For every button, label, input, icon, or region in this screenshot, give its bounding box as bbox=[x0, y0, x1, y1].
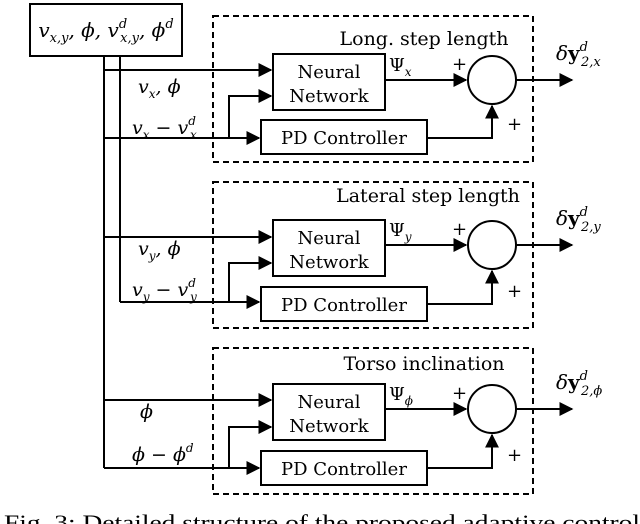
psi-label: Ψy bbox=[389, 220, 412, 244]
plus-top: + bbox=[452, 54, 467, 75]
pd-controller-box bbox=[260, 450, 428, 486]
nn-line2: Network bbox=[289, 416, 369, 437]
sum-junction bbox=[467, 384, 517, 434]
nn-line1: Neural bbox=[297, 392, 360, 413]
plus-bottom: + bbox=[507, 281, 522, 302]
plus-top: + bbox=[452, 383, 467, 404]
pd-controller-box bbox=[260, 286, 428, 322]
trunk-lines bbox=[103, 56, 121, 468]
block-torso-inclination: Torso inclination ϕ ϕ − ϕd Neural Networ… bbox=[104, 347, 602, 495]
pd-label: PD Controller bbox=[281, 295, 407, 316]
svg-text:vx,y, ϕ, vdx,y, ϕd: vx,y, ϕ, vdx,y, ϕd bbox=[38, 17, 173, 46]
psi-label: Ψϕ bbox=[389, 384, 413, 408]
pd-label: PD Controller bbox=[281, 459, 407, 480]
neural-network-box bbox=[272, 383, 386, 441]
plus-top: + bbox=[452, 219, 467, 240]
input-label-bottom: ϕ − ϕd bbox=[132, 441, 194, 466]
nn-line2: Network bbox=[289, 86, 369, 107]
block-title: Torso inclination bbox=[343, 353, 504, 375]
input-label-top: vx, ϕ bbox=[138, 76, 181, 101]
nn-line1: Neural bbox=[297, 228, 360, 249]
block-title: Long. step length bbox=[340, 28, 509, 50]
plus-bottom: + bbox=[507, 445, 522, 466]
sum-junction bbox=[467, 220, 517, 270]
pd-controller-box bbox=[260, 119, 428, 155]
sum-junction bbox=[467, 55, 517, 105]
input-label-top: ϕ bbox=[140, 401, 153, 423]
block-title: Lateral step length bbox=[336, 185, 520, 207]
figure-caption: Fig. 3: Detailed structure of the propos… bbox=[4, 510, 640, 524]
neural-network-box bbox=[272, 219, 386, 277]
input-label-top: vy, ϕ bbox=[138, 238, 181, 263]
psi-label: Ψx bbox=[389, 55, 412, 79]
neural-network-box bbox=[272, 53, 386, 111]
plus-bottom: + bbox=[507, 114, 522, 135]
pd-label: PD Controller bbox=[281, 128, 407, 149]
nn-line1: Neural bbox=[297, 62, 360, 83]
nn-line2: Network bbox=[289, 252, 369, 273]
